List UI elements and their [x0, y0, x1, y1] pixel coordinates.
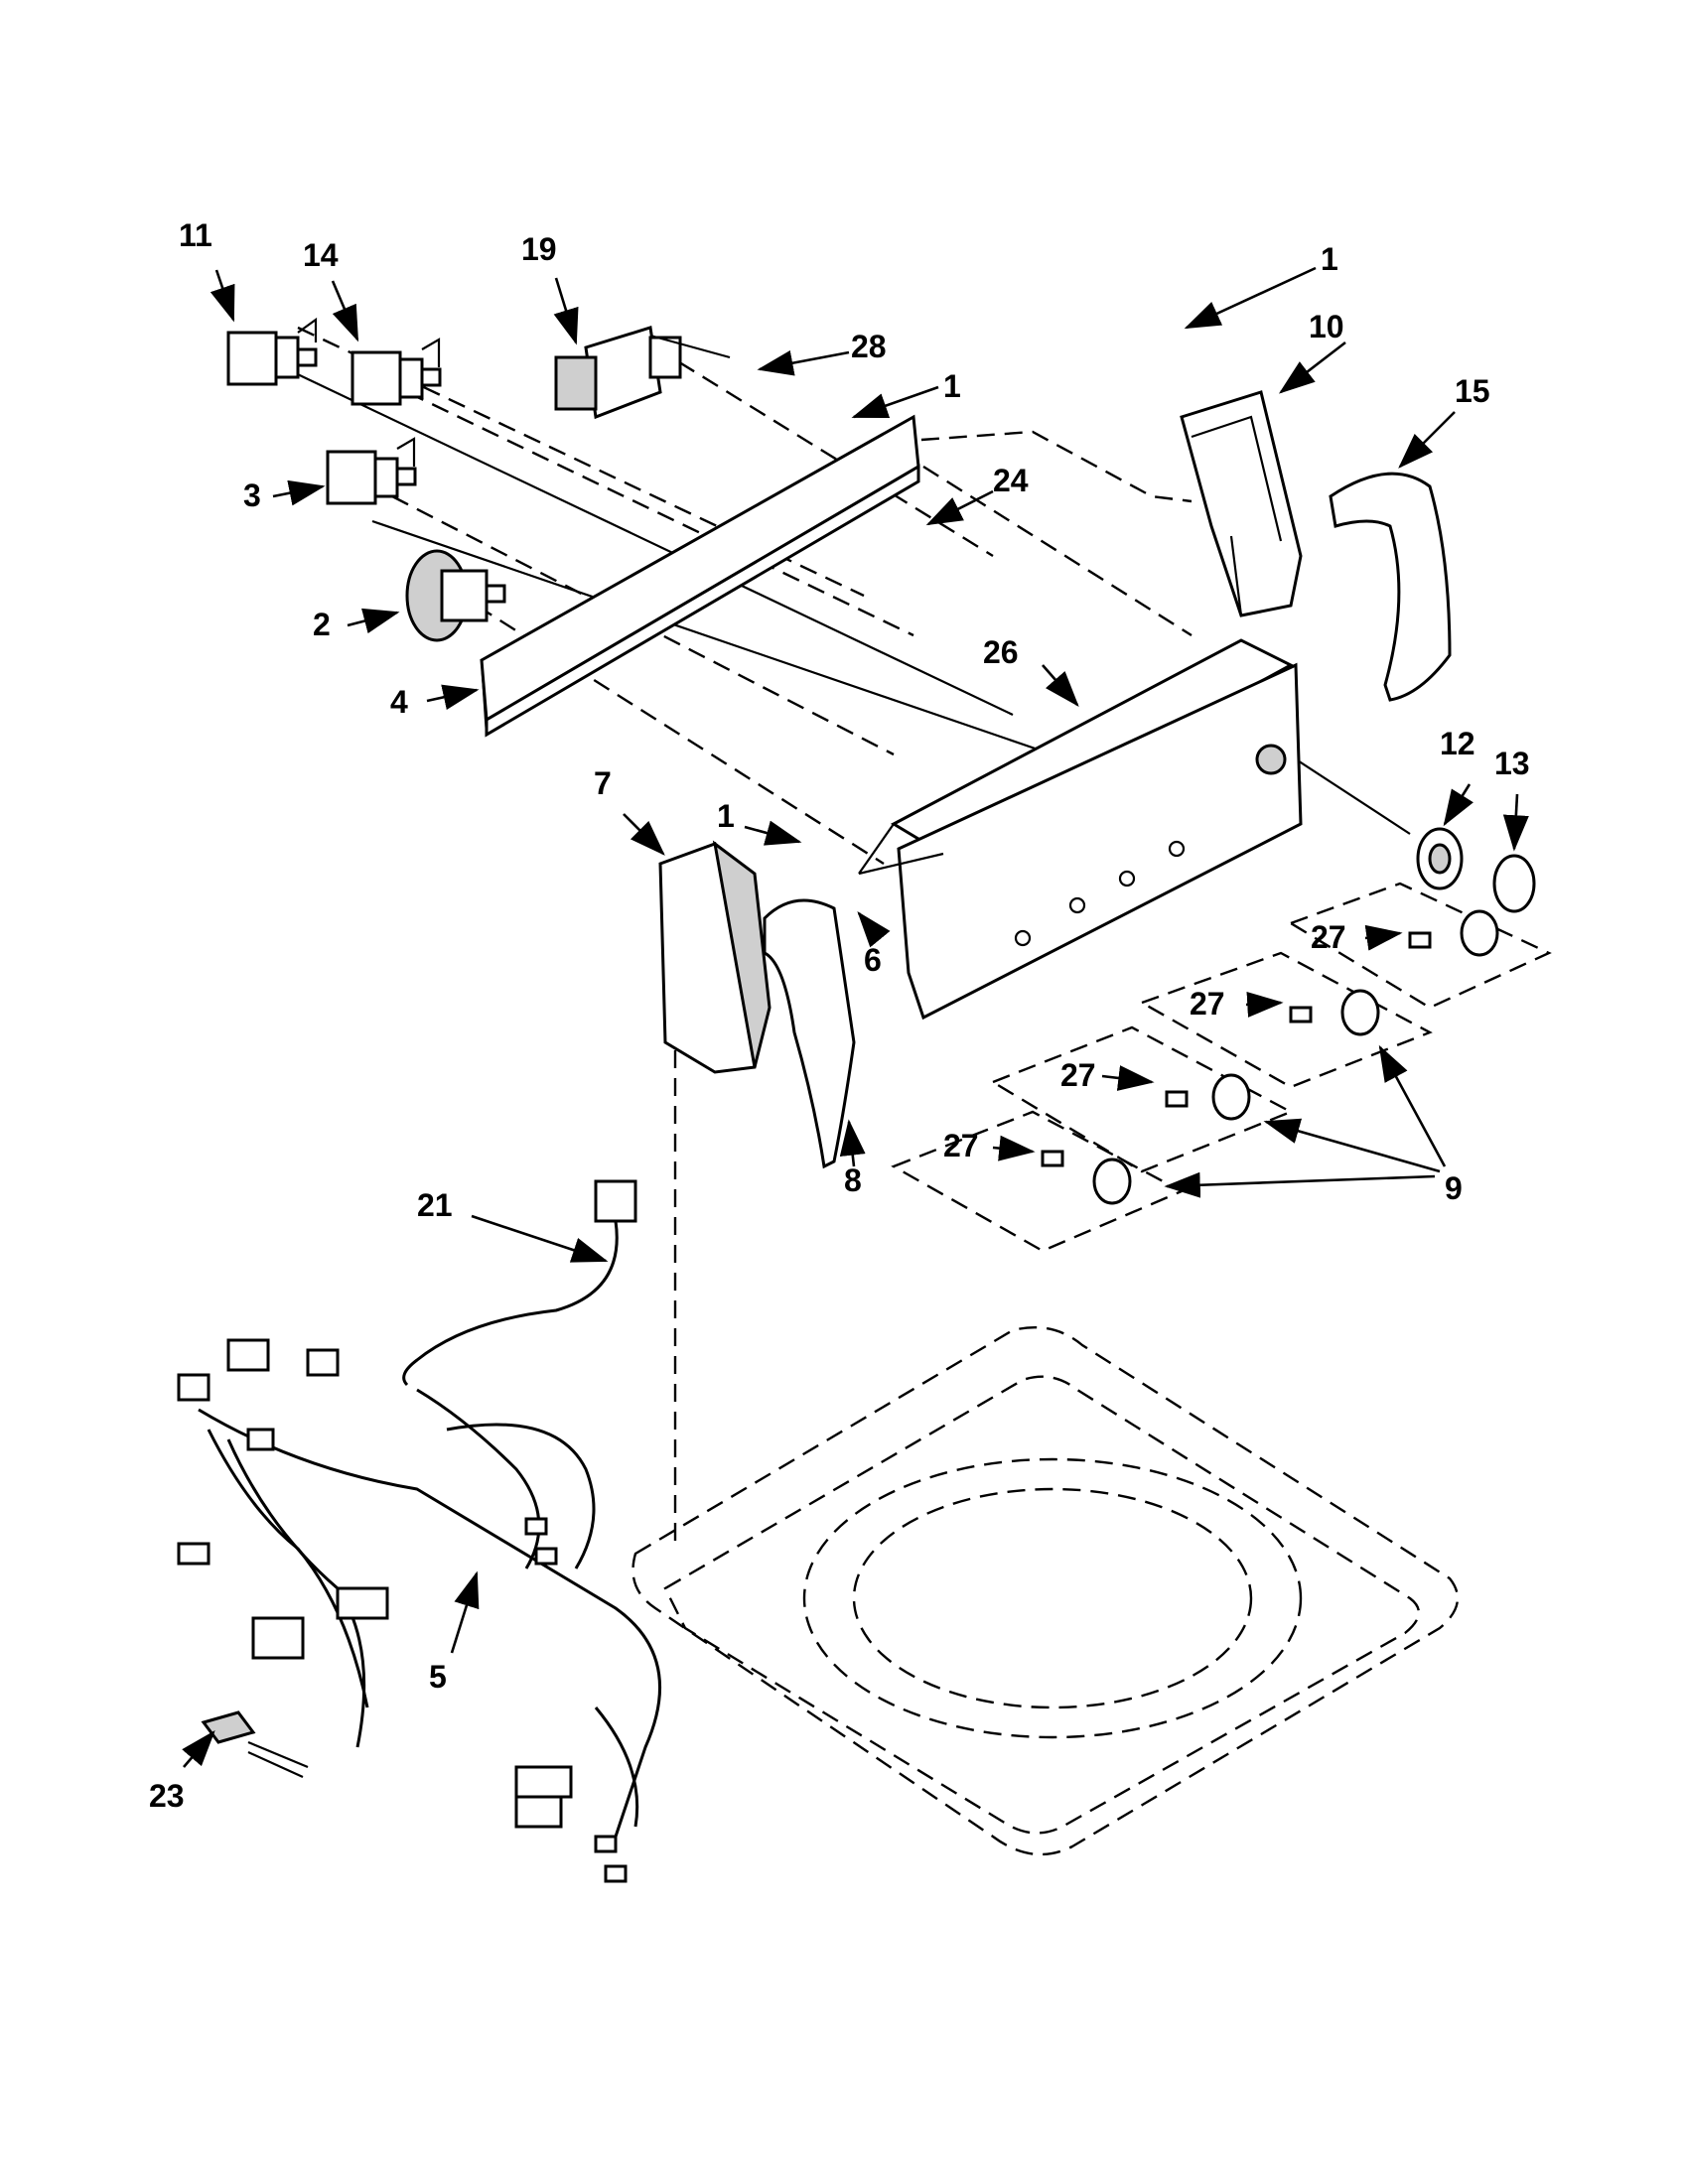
- part-10-end-cap: [1180, 390, 1303, 617]
- part-11-switch: [226, 317, 318, 386]
- part-2-rotary-switch: [405, 549, 506, 642]
- callout-5: 5: [429, 1659, 447, 1695]
- callout-4: 4: [390, 684, 408, 720]
- callout-9: 9: [1445, 1170, 1463, 1206]
- assembly-leader-lines: [282, 326, 1411, 1549]
- callout-24: 24: [993, 463, 1029, 498]
- callout-13: 13: [1494, 746, 1530, 781]
- callout-6: 6: [864, 942, 882, 978]
- part-13-knob: [1492, 854, 1536, 913]
- callout-8: 8: [844, 1162, 862, 1198]
- callout-1-top-right: 1: [1321, 241, 1338, 277]
- callout-arrows: [182, 266, 1529, 1768]
- part-9-knob-group: [891, 882, 1552, 1253]
- washer-top-outline: [632, 1326, 1460, 1856]
- callout-27-c: 27: [1060, 1057, 1096, 1093]
- part-14-switch: [351, 338, 442, 406]
- part-19-timer: [554, 326, 731, 420]
- callout-15: 15: [1455, 373, 1490, 409]
- part-7-end-cap: [658, 840, 772, 1074]
- callout-2: 2: [313, 607, 331, 642]
- part-4-console-bracket: [480, 414, 920, 738]
- callout-14: 14: [303, 237, 339, 273]
- callout-23: 23: [149, 1778, 185, 1814]
- callout-7: 7: [594, 765, 612, 801]
- callout-1-mid: 1: [717, 798, 735, 834]
- part-5-wire-harness: [177, 1338, 662, 1883]
- part-3-switch: [326, 437, 417, 505]
- callout-11: 11: [179, 217, 212, 253]
- callout-10: 10: [1309, 309, 1344, 344]
- part-12-knob-base: [1416, 827, 1464, 890]
- callout-19: 19: [521, 231, 557, 267]
- callout-3: 3: [243, 478, 261, 513]
- callout-labels: 11 14 19 28 1 1 10 15 3 24 2 26 4 12 13 …: [149, 217, 1530, 1814]
- callout-26: 26: [983, 634, 1019, 670]
- callout-12: 12: [1440, 726, 1475, 761]
- part-21-power-cord: [402, 1179, 637, 1387]
- part-23-connector: [201, 1710, 309, 1779]
- callout-27-a: 27: [1311, 919, 1346, 955]
- part-8-trim: [763, 898, 856, 1169]
- callout-1-top-center: 1: [943, 368, 961, 404]
- part-15-trim: [1329, 472, 1452, 702]
- callout-27-b: 27: [1190, 986, 1225, 1022]
- callout-27-d: 27: [943, 1128, 979, 1163]
- callout-21: 21: [417, 1187, 453, 1223]
- part-26-console-panel: [858, 638, 1303, 1021]
- callout-28: 28: [851, 329, 887, 364]
